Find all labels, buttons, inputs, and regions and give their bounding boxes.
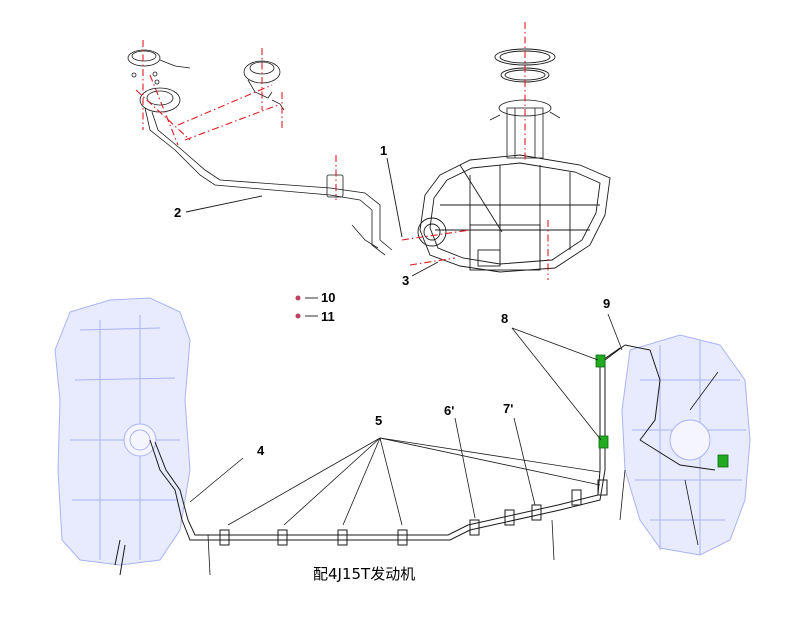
callout-5: 5 <box>375 413 383 428</box>
assembly-centerlines <box>135 22 549 280</box>
connector-upper-icon <box>595 354 606 368</box>
callout-2: 2 <box>174 205 182 220</box>
ghost-engine <box>621 334 751 556</box>
upper-leader-lines <box>185 157 503 317</box>
callout-1: 1 <box>380 143 388 158</box>
vent-valve <box>243 60 285 111</box>
fuel-tank-body <box>417 154 611 273</box>
callout-10: 10 <box>321 290 336 305</box>
green-connectors <box>595 354 729 468</box>
fuel-supply-lines <box>114 344 716 576</box>
callout-3: 3 <box>402 273 410 288</box>
callout-9: 9 <box>603 296 611 311</box>
clip-10-icon <box>295 295 301 301</box>
callout-4: 4 <box>257 443 265 458</box>
line-clips <box>219 479 608 546</box>
callout-8: 8 <box>501 311 509 326</box>
callout-6: 6ʹ <box>444 403 455 418</box>
connector-engine-icon <box>717 454 729 468</box>
lower-leader-lines <box>189 313 623 526</box>
fuel-tank-assembly <box>127 22 611 319</box>
pipe-bracket <box>326 174 379 249</box>
filler-cap <box>127 49 191 85</box>
callout-11: 11 <box>321 309 335 324</box>
connector-lower-icon <box>598 435 609 449</box>
clip-11-icon <box>295 313 301 319</box>
filler-neck <box>139 87 393 256</box>
ghost-fuel-tank <box>54 297 191 566</box>
callout-7: 7ʹ <box>503 401 514 416</box>
clip-icons <box>295 295 301 319</box>
engine-caption: 配4J15T发动机 <box>313 565 416 583</box>
lower-centerlines <box>207 371 719 576</box>
